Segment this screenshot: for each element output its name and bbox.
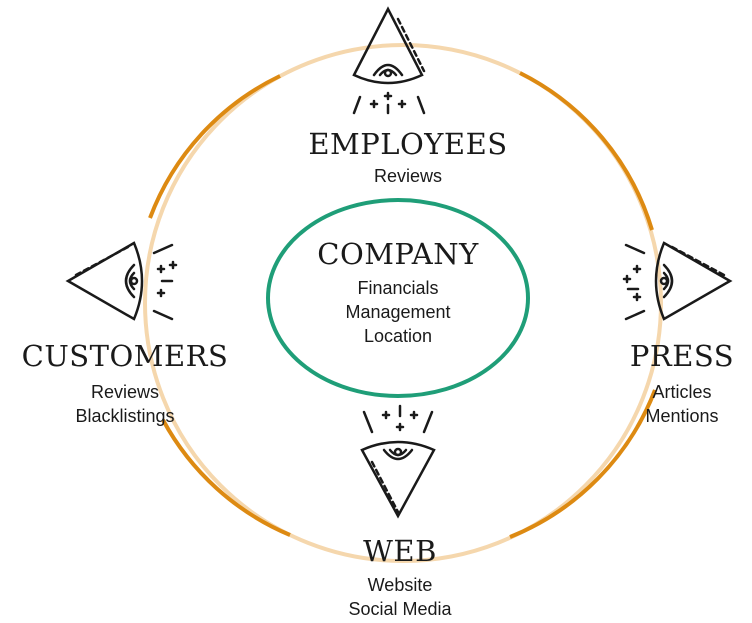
ring-arc-bottom-left <box>161 419 291 537</box>
customers-item-1: Reviews <box>90 382 160 402</box>
employees-node: EMPLOYEES Reviews <box>263 128 553 188</box>
customers-title: CUSTOMERS <box>21 339 229 373</box>
company-item-3: Location <box>363 326 433 346</box>
ring-arc-top-right <box>519 71 654 231</box>
center-ellipse <box>266 198 530 398</box>
web-title: WEB <box>363 534 437 568</box>
eye-icon <box>62 235 187 330</box>
employees-title: EMPLOYEES <box>308 127 508 161</box>
press-node: PRESS Articles Mentions <box>612 340 752 428</box>
company-node: COMPANY Financials Management Location <box>268 238 528 348</box>
employees-item-1: Reviews <box>373 166 443 186</box>
ring-arc-bottom-right <box>509 389 657 539</box>
eye-icon <box>340 5 440 120</box>
web-node: WEB Website Social Media <box>300 535 500 621</box>
web-item-2: Social Media <box>348 599 452 619</box>
eye-icon <box>352 404 452 529</box>
company-item-2: Management <box>345 302 451 322</box>
outer-ring-base <box>143 43 663 563</box>
company-item-1: Financials <box>357 278 439 298</box>
eye-icon <box>618 235 743 330</box>
press-title: PRESS <box>629 339 735 373</box>
ring-arc-top-left <box>148 74 281 219</box>
company-title: COMPANY <box>317 237 479 271</box>
press-item-2: Mentions <box>645 406 719 426</box>
customers-node: CUSTOMERS Reviews Blacklistings <box>0 340 250 428</box>
press-item-1: Articles <box>652 382 712 402</box>
web-item-1: Website <box>367 575 433 595</box>
customers-item-2: Blacklistings <box>75 406 175 426</box>
